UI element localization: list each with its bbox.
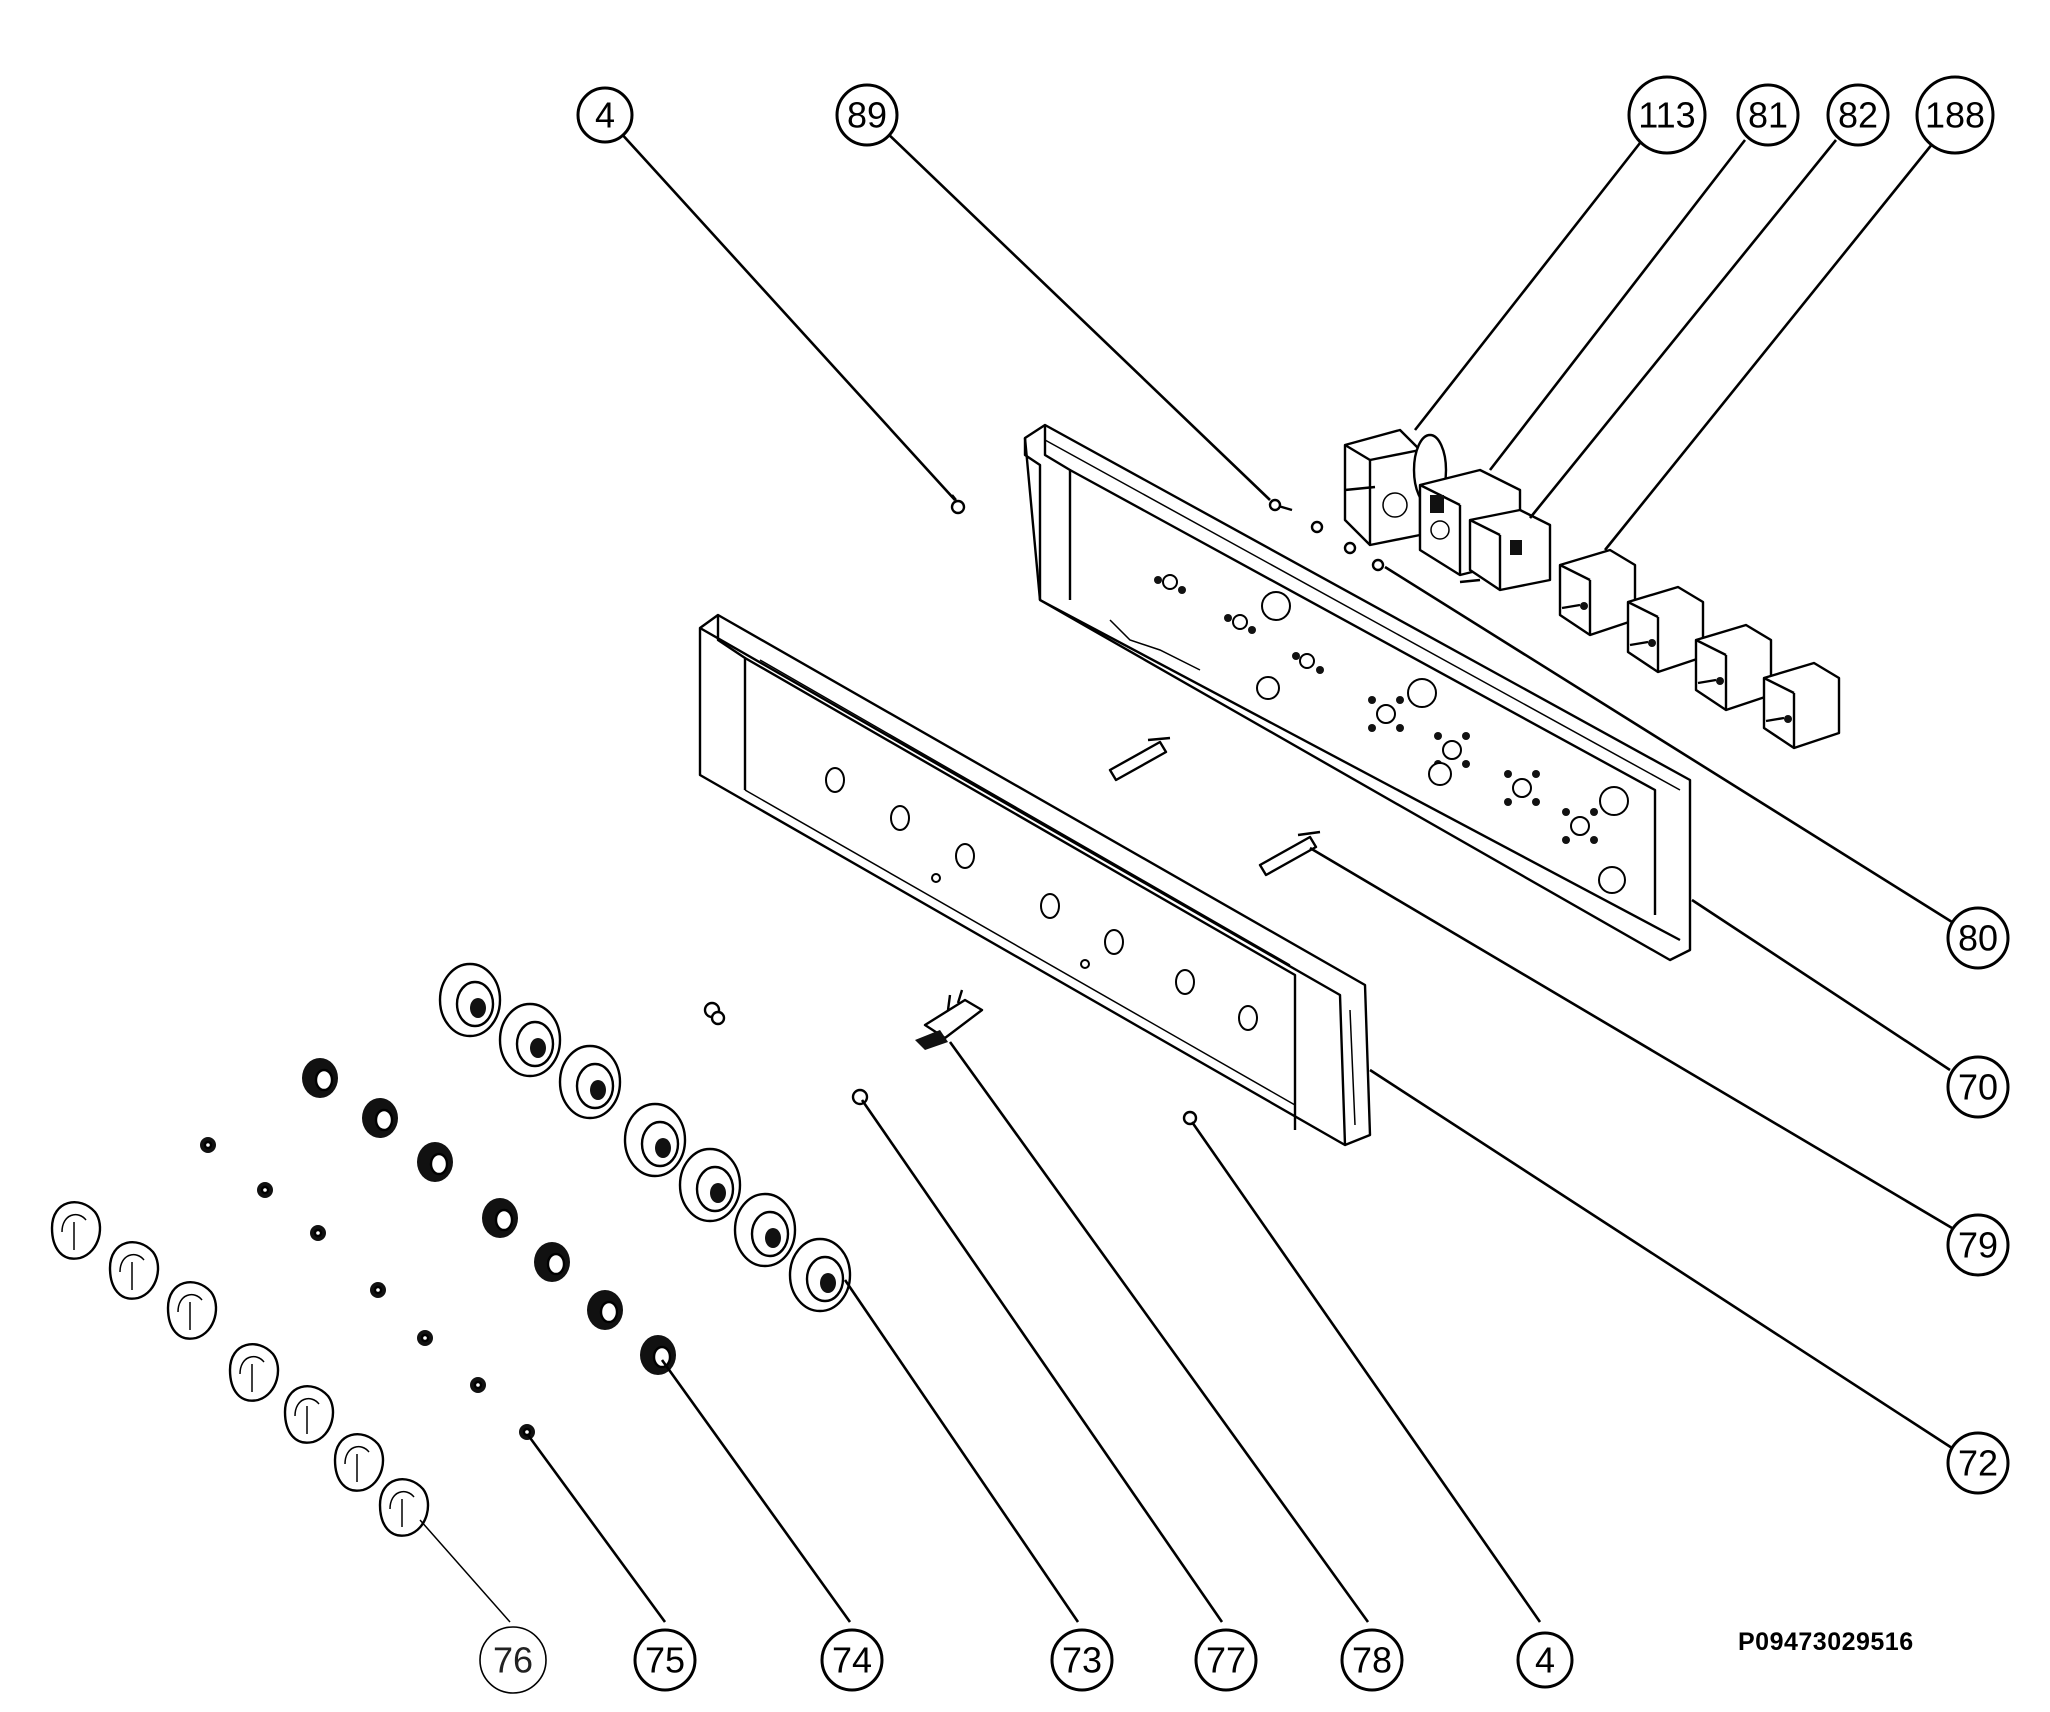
knob-bezel-part-73 (438, 962, 852, 1313)
svg-text:4: 4 (595, 95, 615, 136)
switch-part-82 (1459, 508, 1552, 592)
spring-part-74 (302, 1058, 676, 1375)
callout-78: 78 (1340, 1628, 1404, 1692)
clip-part-77 (703, 1001, 869, 1106)
rear-control-panel-part-70 (1023, 423, 1692, 962)
callout-82: 82 (1826, 83, 1890, 147)
svg-text:113: 113 (1638, 95, 1695, 136)
callout-80: 80 (1946, 906, 2010, 970)
svg-text:73: 73 (1062, 1640, 1102, 1681)
rotary-switch-part-188 (1558, 548, 1841, 750)
svg-text:74: 74 (832, 1640, 872, 1681)
svg-text:79: 79 (1958, 1225, 1998, 1266)
svg-text:76: 76 (493, 1640, 533, 1681)
svg-text:81: 81 (1748, 95, 1788, 136)
callout-81: 81 (1736, 83, 1800, 147)
timer-module-part-113 (1343, 428, 1448, 547)
clip-part-78 (915, 989, 984, 1050)
svg-text:188: 188 (1925, 95, 1985, 136)
svg-text:80: 80 (1958, 918, 1998, 959)
front-control-panel-part-72 (698, 613, 1372, 1147)
screw-part-89 (1268, 498, 1385, 572)
control-knob-part-76 (50, 1201, 430, 1537)
leader-lines (419, 130, 1953, 1623)
callout-75: 75 (633, 1628, 697, 1692)
svg-text:72: 72 (1958, 1443, 1998, 1484)
screw-part-4-lower (1182, 1110, 1198, 1126)
callout-4-bottom: 4 (1516, 1631, 1574, 1689)
callout-70: 70 (1946, 1055, 2010, 1119)
callout-77: 77 (1194, 1628, 1258, 1692)
callout-89: 89 (835, 83, 899, 147)
callout-74: 74 (820, 1628, 884, 1692)
svg-text:89: 89 (847, 95, 887, 136)
callout-188: 188 (1915, 75, 1995, 155)
svg-text:75: 75 (645, 1640, 685, 1681)
svg-text:70: 70 (1958, 1067, 1998, 1108)
drawing-reference-code: P09473029516 (1738, 1628, 1914, 1656)
svg-text:77: 77 (1206, 1640, 1246, 1681)
callout-72: 72 (1946, 1431, 2010, 1495)
svg-text:82: 82 (1838, 95, 1878, 136)
callout-73: 73 (1050, 1628, 1114, 1692)
callout-113: 113 (1627, 75, 1707, 155)
callout-76: 76 (479, 1626, 547, 1694)
svg-text:4: 4 (1535, 1640, 1555, 1681)
shaft-pin-part-79 (1108, 736, 1321, 877)
svg-text:78: 78 (1352, 1640, 1392, 1681)
callout-4-top: 4 (576, 86, 634, 144)
callout-79: 79 (1946, 1213, 2010, 1277)
nut-part-75 (200, 1137, 535, 1440)
